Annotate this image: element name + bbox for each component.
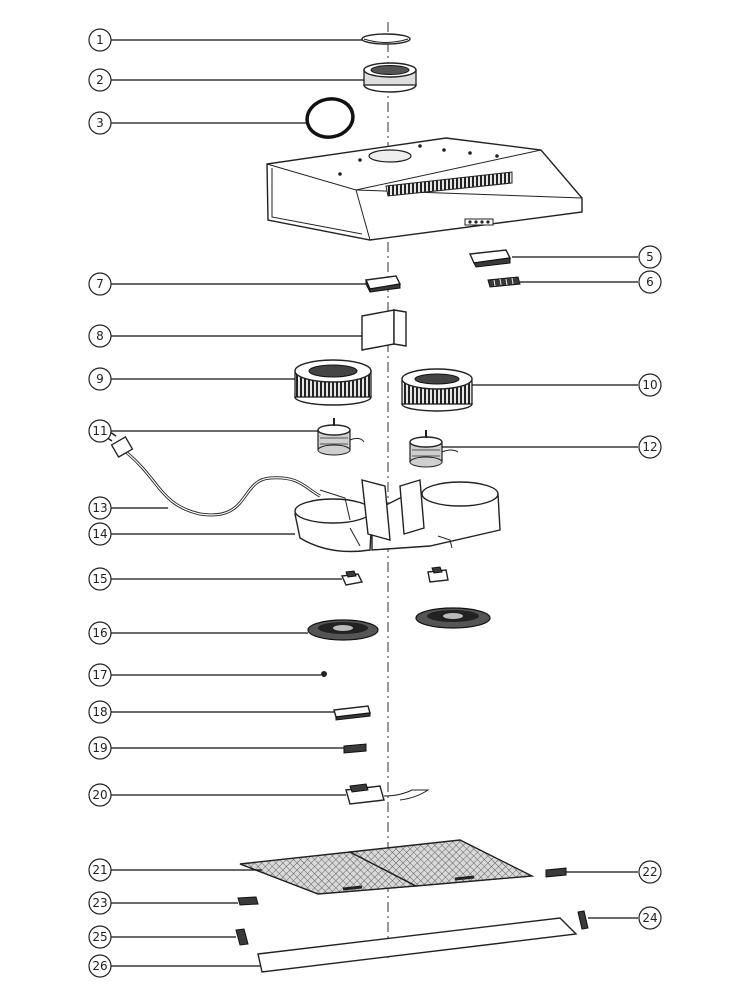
- callout-17: 17: [88, 663, 112, 687]
- svg-text:23: 23: [92, 896, 107, 910]
- svg-text:5: 5: [646, 250, 654, 264]
- part-7-bracket: [364, 275, 402, 293]
- callout-16: 16: [88, 621, 112, 645]
- svg-text:9: 9: [96, 372, 104, 386]
- callout-13: 13: [88, 496, 112, 520]
- callout-3: 3: [88, 111, 112, 135]
- svg-text:13: 13: [92, 501, 107, 515]
- part-1-cap: [361, 33, 411, 45]
- svg-text:2: 2: [96, 73, 104, 87]
- svg-text:15: 15: [92, 572, 107, 586]
- leader-lines: [111, 39, 638, 967]
- callout-19: 19: [88, 736, 112, 760]
- svg-text:22: 22: [642, 865, 657, 879]
- part-22-filter-latch: [545, 867, 567, 878]
- svg-text:6: 6: [646, 275, 654, 289]
- svg-text:25: 25: [92, 930, 107, 944]
- part-5-switch-housing: [468, 249, 512, 268]
- svg-text:14: 14: [92, 527, 107, 541]
- part-12-motor-right: [409, 430, 459, 468]
- svg-text:18: 18: [92, 705, 107, 719]
- callout-21: 21: [88, 858, 112, 882]
- callout-26: 26: [88, 954, 112, 978]
- part-20-lamp-holder: [345, 783, 430, 805]
- callout-11: 11: [88, 419, 112, 443]
- part-23-clip: [237, 896, 259, 906]
- svg-text:3: 3: [96, 116, 104, 130]
- svg-text:12: 12: [642, 440, 657, 454]
- callout-24: 24: [638, 906, 662, 930]
- part-15-bearing-blocks: [340, 566, 449, 586]
- part-3-gasket-ring: [305, 97, 355, 139]
- part-16-fan-guards: [307, 607, 491, 641]
- svg-text:24: 24: [642, 911, 657, 925]
- svg-text:21: 21: [92, 863, 107, 877]
- svg-text:1: 1: [96, 33, 104, 47]
- callout-15: 15: [88, 567, 112, 591]
- callout-25: 25: [88, 925, 112, 949]
- callout-22: 22: [638, 860, 662, 884]
- part-21-grease-filters: [239, 839, 535, 895]
- svg-text:8: 8: [96, 329, 104, 343]
- part-19-small-clip: [343, 743, 367, 754]
- svg-text:26: 26: [92, 959, 107, 973]
- svg-text:11: 11: [92, 424, 107, 438]
- part-10-blower-wheel-right: [401, 368, 473, 412]
- callout-20: 20: [88, 783, 112, 807]
- part-8-divider-plate: [361, 309, 407, 351]
- callout-6: 6: [638, 270, 662, 294]
- part-17-screw: [321, 671, 327, 677]
- part-6-switch-buttons: [487, 276, 521, 288]
- svg-text:7: 7: [96, 277, 104, 291]
- svg-text:17: 17: [92, 668, 107, 682]
- part-9-blower-wheel-left: [294, 359, 372, 406]
- callout-12: 12: [638, 435, 662, 459]
- callout-9: 9: [88, 367, 112, 391]
- callout-1: 1: [88, 28, 112, 52]
- svg-text:16: 16: [92, 626, 107, 640]
- part-13-power-cord: [105, 431, 321, 517]
- callout-8: 8: [88, 324, 112, 348]
- part-14-scroll-housing: [294, 479, 501, 553]
- callout-5: 5: [638, 245, 662, 269]
- part-2-duct-collar: [363, 62, 417, 93]
- callout-7: 7: [88, 272, 112, 296]
- part-24-end-cap-right: [577, 910, 589, 930]
- svg-text:19: 19: [92, 741, 107, 755]
- callout-10: 10: [638, 373, 662, 397]
- callout-18: 18: [88, 700, 112, 724]
- svg-text:10: 10: [642, 378, 657, 392]
- part-11-motor-left: [317, 418, 365, 456]
- callout-14: 14: [88, 522, 112, 546]
- svg-text:20: 20: [92, 788, 107, 802]
- hood-body: [266, 137, 583, 241]
- part-25-end-cap-left: [235, 928, 249, 946]
- part-26-front-trim: [257, 917, 578, 973]
- callout-2: 2: [88, 68, 112, 92]
- part-18-light-bracket: [333, 705, 371, 721]
- callout-23: 23: [88, 891, 112, 915]
